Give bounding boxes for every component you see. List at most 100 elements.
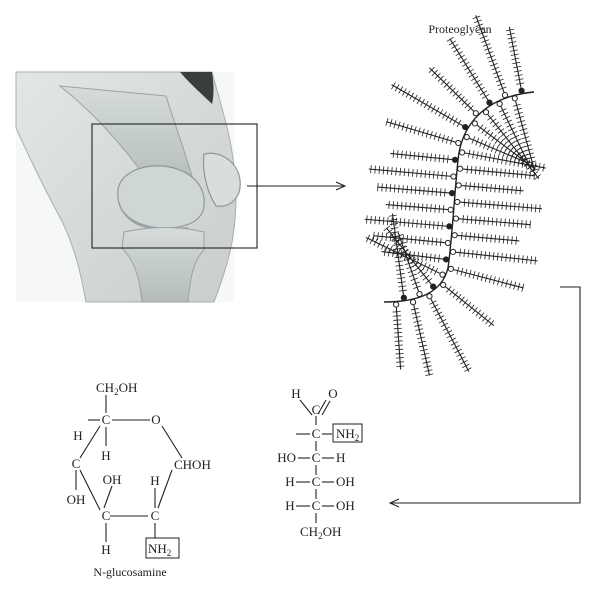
- gag-tick: [483, 141, 487, 149]
- gag-tick: [477, 233, 480, 242]
- gag-spine: [455, 251, 538, 262]
- gag-tick: [442, 154, 445, 163]
- ring-nh-sub: 2: [167, 548, 172, 558]
- gag-spine: [461, 185, 524, 192]
- gag-tick: [512, 219, 515, 228]
- gag-tick: [422, 274, 430, 281]
- link-protein: [457, 165, 464, 172]
- gag-tick: [516, 219, 519, 228]
- gag-tick: [517, 282, 521, 291]
- gag-tick: [423, 365, 432, 368]
- gag-tick: [386, 228, 393, 235]
- gag-tick: [468, 304, 475, 312]
- gag-tick: [521, 219, 523, 228]
- gag-tick: [394, 340, 403, 342]
- link-protein: [496, 100, 503, 107]
- gag-tick: [399, 167, 401, 176]
- gag-tick: [473, 232, 476, 241]
- link-protein: [455, 139, 462, 147]
- gag-tick: [534, 256, 537, 265]
- proteoglycan-diagram: [364, 15, 546, 377]
- gag-chain: [392, 301, 405, 370]
- gag-spine: [453, 269, 524, 289]
- gag-tick: [409, 273, 417, 278]
- open-c2-c: C: [312, 426, 321, 441]
- gag-tick: [492, 121, 500, 128]
- gag-tick: [409, 151, 412, 160]
- gag-chain: [440, 281, 495, 327]
- gag-tick: [534, 174, 541, 180]
- gag-tick: [417, 203, 420, 212]
- gag-tick: [425, 129, 429, 138]
- gag-tick: [433, 254, 436, 263]
- gag-tick: [486, 142, 491, 151]
- gag-tick: [492, 70, 501, 75]
- gag-tick: [456, 266, 460, 275]
- link-protein: [444, 239, 451, 247]
- gag-tick: [410, 185, 413, 194]
- gag-tick: [508, 169, 510, 178]
- gag-tick: [434, 204, 436, 213]
- ring-o: O: [151, 412, 160, 427]
- gag-tick: [522, 203, 524, 212]
- gag-tick: [431, 69, 438, 77]
- gag-tick: [373, 238, 378, 246]
- ring-c4-c: C: [72, 456, 81, 471]
- gag-tick: [459, 296, 465, 304]
- gag-tick: [445, 113, 451, 121]
- gag-tick: [494, 184, 496, 193]
- gag-tick: [420, 219, 422, 229]
- gag-tick: [521, 283, 525, 292]
- gag-tick: [370, 165, 372, 174]
- gag-tick: [479, 35, 488, 39]
- gag-spine: [386, 121, 456, 143]
- gag-tick: [403, 218, 406, 227]
- gag-tick: [509, 202, 512, 211]
- gag-tick: [414, 324, 423, 327]
- gag-tick: [520, 132, 529, 136]
- gag-tick: [456, 119, 462, 128]
- gag-tick: [445, 286, 452, 293]
- gag-tick: [530, 256, 532, 265]
- ring-c4-oh: OH: [67, 492, 86, 507]
- gag-tick: [382, 166, 385, 175]
- gag-tick: [431, 187, 434, 196]
- gag-tick: [391, 167, 393, 176]
- gag-tick: [423, 186, 425, 195]
- link-protein: [430, 283, 437, 290]
- gag-tick: [513, 281, 517, 290]
- gag-tick: [497, 277, 500, 286]
- gag-tick: [502, 134, 510, 141]
- link-protein: [393, 301, 400, 308]
- gag-tick: [509, 45, 518, 48]
- gag-tick: [484, 129, 491, 137]
- gag-tick: [418, 340, 427, 344]
- gag-tick: [412, 168, 414, 177]
- ring-nh-text: NH: [148, 541, 167, 556]
- gag-tick: [495, 217, 498, 226]
- gag-tick: [484, 251, 487, 260]
- gag-tick: [511, 134, 520, 139]
- gag-tick: [489, 118, 497, 124]
- gag-tick: [438, 254, 440, 263]
- gag-chain: [385, 200, 454, 214]
- gag-tick: [481, 314, 488, 322]
- gag-tick: [398, 289, 407, 292]
- gag-spine: [458, 218, 531, 226]
- gag-tick: [499, 108, 507, 113]
- gag-tick: [452, 90, 459, 97]
- gag-tick: [393, 248, 402, 250]
- gag-tick: [391, 235, 400, 238]
- gag-tick: [422, 361, 431, 364]
- gag-tick: [406, 265, 415, 270]
- gag-tick: [398, 184, 400, 193]
- gag-tick: [483, 216, 485, 225]
- link-protein: [447, 206, 454, 213]
- gag-tick: [432, 170, 435, 179]
- link-protein: [447, 265, 454, 272]
- gag-tick: [506, 123, 514, 128]
- gag-tick: [432, 307, 441, 313]
- gag-tick: [497, 82, 505, 87]
- gag-tick: [437, 171, 439, 180]
- gag-tick: [412, 316, 421, 319]
